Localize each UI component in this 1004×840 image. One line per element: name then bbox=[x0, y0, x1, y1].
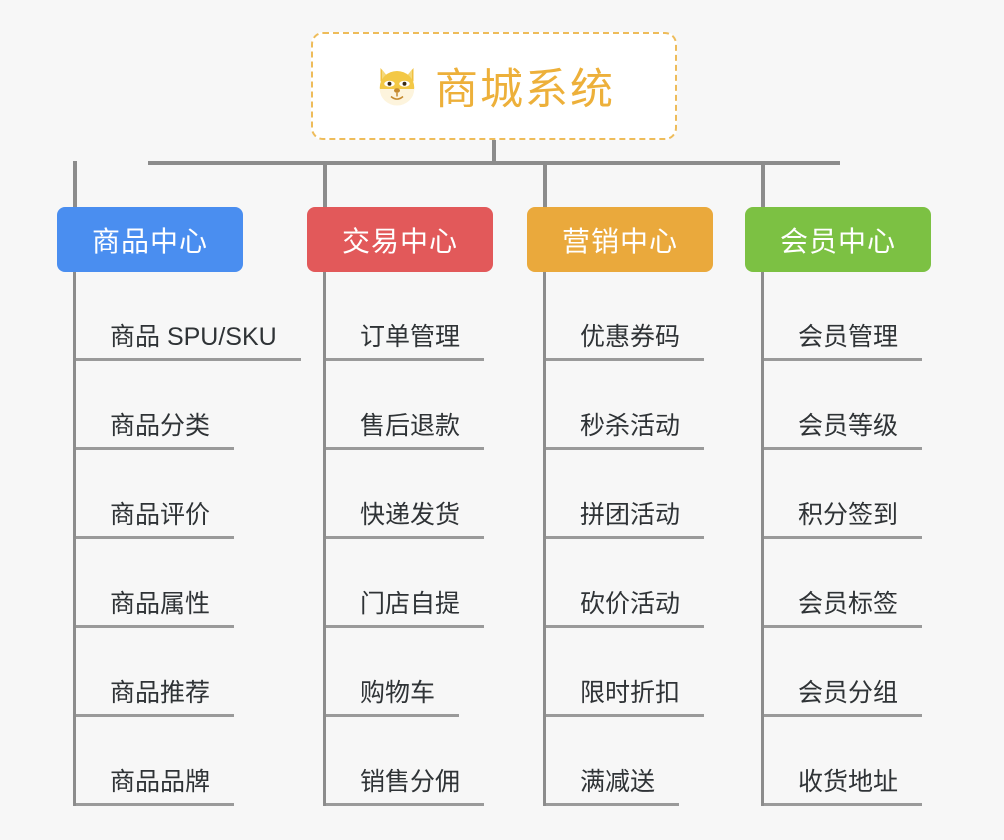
branch-drop-connector-2 bbox=[543, 161, 547, 207]
branch-header-label-2: 营销中心 bbox=[561, 225, 678, 257]
branch-drop-connector-0 bbox=[73, 161, 77, 207]
leaf-label: 限时折扣 bbox=[546, 679, 705, 717]
leaf-label: 商品 SPU/SKU bbox=[76, 323, 301, 361]
list-item[interactable]: 门店自提 bbox=[326, 539, 485, 628]
branch-header-label-0: 商品中心 bbox=[91, 225, 208, 257]
list-item[interactable]: 商品属性 bbox=[76, 539, 301, 628]
leaf-label: 售后退款 bbox=[326, 412, 485, 450]
branch-header-label-1: 交易中心 bbox=[341, 225, 458, 257]
list-item[interactable]: 商品推荐 bbox=[76, 628, 301, 717]
list-item[interactable]: 会员等级 bbox=[764, 361, 923, 450]
leaf-list-2: 优惠券码 秒杀活动 拼团活动 砍价活动 限时折扣 满减送 bbox=[543, 272, 705, 806]
leaf-label: 会员标签 bbox=[764, 590, 923, 628]
leaf-label: 商品推荐 bbox=[76, 679, 235, 717]
leaf-list-3: 会员管理 会员等级 积分签到 会员标签 会员分组 收货地址 bbox=[761, 272, 923, 806]
list-item[interactable]: 商品分类 bbox=[76, 361, 301, 450]
branch-header-label-3: 会员中心 bbox=[779, 225, 896, 257]
leaf-label: 购物车 bbox=[326, 679, 460, 717]
leaf-label: 积分签到 bbox=[764, 501, 923, 539]
list-item[interactable]: 限时折扣 bbox=[546, 628, 705, 717]
leaf-label: 快递发货 bbox=[326, 501, 485, 539]
list-item[interactable]: 会员分组 bbox=[764, 628, 923, 717]
list-item[interactable]: 销售分佣 bbox=[326, 717, 485, 806]
list-item[interactable]: 快递发货 bbox=[326, 450, 485, 539]
trunk-bus-connector bbox=[148, 161, 840, 165]
shiba-dog-face-icon bbox=[373, 62, 421, 110]
leaf-label: 拼团活动 bbox=[546, 501, 705, 539]
list-item[interactable]: 商品评价 bbox=[76, 450, 301, 539]
branch-header-1[interactable]: 交易中心 bbox=[307, 207, 493, 272]
trunk-stem-connector bbox=[492, 140, 496, 163]
list-item[interactable]: 购物车 bbox=[326, 628, 484, 717]
list-item[interactable]: 收货地址 bbox=[764, 717, 923, 806]
list-item[interactable]: 售后退款 bbox=[326, 361, 485, 450]
leaf-list-0: 商品 SPU/SKU 商品分类 商品评价 商品属性 商品推荐 商品品牌 bbox=[73, 272, 301, 806]
branch-header-0[interactable]: 商品中心 bbox=[57, 207, 243, 272]
leaf-label: 会员等级 bbox=[764, 412, 923, 450]
leaf-label: 商品评价 bbox=[76, 501, 235, 539]
leaf-list-1: 订单管理 售后退款 快递发货 门店自提 购物车 销售分佣 bbox=[323, 272, 485, 806]
list-item[interactable]: 积分签到 bbox=[764, 450, 923, 539]
leaf-label: 秒杀活动 bbox=[546, 412, 705, 450]
leaf-label: 销售分佣 bbox=[326, 768, 485, 806]
leaf-label: 商品属性 bbox=[76, 590, 235, 628]
list-item[interactable]: 拼团活动 bbox=[546, 450, 705, 539]
leaf-label: 门店自提 bbox=[326, 590, 485, 628]
branch-header-3[interactable]: 会员中心 bbox=[745, 207, 931, 272]
list-item[interactable]: 砍价活动 bbox=[546, 539, 705, 628]
leaf-label: 收货地址 bbox=[764, 768, 923, 806]
leaf-label: 商品品牌 bbox=[76, 768, 235, 806]
list-item[interactable]: 订单管理 bbox=[326, 272, 485, 361]
leaf-label: 砍价活动 bbox=[546, 590, 705, 628]
list-item[interactable]: 优惠券码 bbox=[546, 272, 705, 361]
branch-drop-connector-1 bbox=[323, 161, 327, 207]
leaf-label: 订单管理 bbox=[326, 323, 485, 361]
list-item[interactable]: 商品品牌 bbox=[76, 717, 301, 806]
leaf-label: 满减送 bbox=[546, 768, 680, 806]
list-item[interactable]: 秒杀活动 bbox=[546, 361, 705, 450]
branch-drop-connector-3 bbox=[761, 161, 765, 207]
leaf-label: 优惠券码 bbox=[546, 323, 705, 361]
list-item[interactable]: 会员管理 bbox=[764, 272, 923, 361]
list-item[interactable]: 满减送 bbox=[546, 717, 704, 806]
leaf-label: 会员分组 bbox=[764, 679, 923, 717]
list-item[interactable]: 商品 SPU/SKU bbox=[76, 272, 301, 361]
leaf-label: 会员管理 bbox=[764, 323, 923, 361]
leaf-label: 商品分类 bbox=[76, 412, 235, 450]
branch-header-2[interactable]: 营销中心 bbox=[527, 207, 713, 272]
list-item[interactable]: 会员标签 bbox=[764, 539, 923, 628]
root-title: 商城系统 bbox=[435, 66, 615, 114]
root-node[interactable]: 商城系统 bbox=[311, 32, 677, 140]
